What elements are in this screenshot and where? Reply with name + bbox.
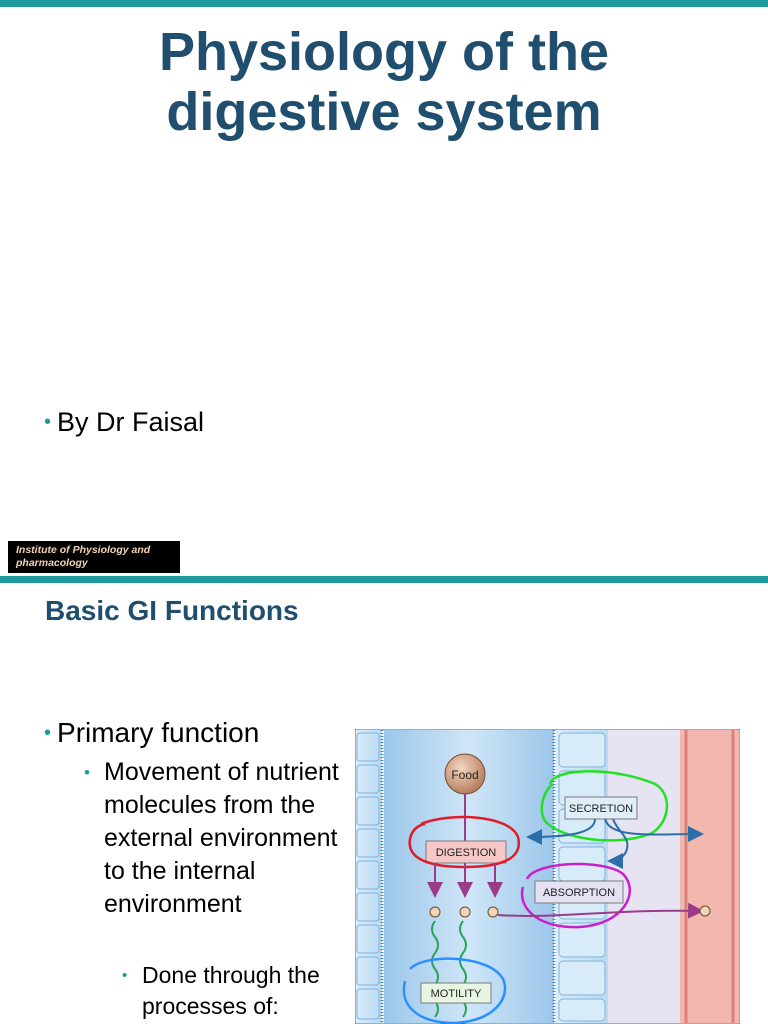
slide-title: Basic GI Functions <box>45 595 299 626</box>
secretion-box <box>564 796 638 820</box>
motility-label: MOTILITY <box>431 988 482 1000</box>
title-slide: Physiology of the digestive system •By D… <box>0 0 768 573</box>
blood-vessel <box>680 730 739 1023</box>
nutrient-molecules <box>429 906 499 918</box>
institute-line-2: pharmacology <box>16 557 88 569</box>
absorbed-molecule <box>699 905 711 917</box>
gi-functions-slide: Basic GI Functions •Primary function •Mo… <box>0 576 768 1024</box>
absorption-box <box>534 880 624 904</box>
motility-highlight-circle <box>402 957 507 1024</box>
bullet-icon: • <box>44 411 52 433</box>
institute-footer: Institute of Physiology and pharmacology <box>8 541 180 573</box>
left-epithelium-cells <box>356 732 380 1020</box>
slide-title-line-2: digestive system <box>166 82 602 142</box>
bullet-level-1: •Primary function <box>44 716 259 750</box>
bullet-icon: • <box>84 763 90 782</box>
digestion-label: DIGESTION <box>436 847 497 859</box>
right-epithelium-cells <box>558 732 606 1022</box>
secretion-arrows <box>526 818 704 869</box>
left-epithelium <box>356 730 382 1023</box>
motility-box <box>420 982 492 1004</box>
author-bullet: •By Dr Faisal <box>44 406 204 439</box>
slide-title-line-1: Physiology of the <box>158 22 610 82</box>
absorption-label: ABSORPTION <box>543 887 615 899</box>
absorption-arrow <box>497 902 704 919</box>
digestion-highlight-circle <box>408 815 521 869</box>
bullet-level-2-text: Movement of nutrient molecules from the … <box>104 758 339 918</box>
bullet-icon: • <box>122 967 128 984</box>
bullet-level-3-text: Done through the processes of: <box>142 962 320 1019</box>
slide-title: Physiology of the digestive system <box>0 22 768 142</box>
secretion-label: SECRETION <box>569 803 633 815</box>
top-accent-bar <box>0 576 768 583</box>
absorption-highlight-circle <box>520 862 632 929</box>
bullet-level-1-text: Primary function <box>57 717 260 748</box>
digestion-output-arrows <box>427 863 503 898</box>
bullet-level-2: • Movement of nutrient molecules from the… <box>84 756 344 921</box>
bullet-icon: • <box>44 722 52 744</box>
gi-process-diagram: Food DIGESTION SECRETION ABSORPTION <box>355 729 740 1024</box>
bullet-level-3: • Done through the processes of: <box>122 960 352 1022</box>
author-text: By Dr Faisal <box>57 407 205 437</box>
food-label: Food <box>451 768 478 782</box>
top-accent-bar <box>0 0 768 7</box>
institute-line-1: Institute of Physiology and <box>16 544 151 556</box>
